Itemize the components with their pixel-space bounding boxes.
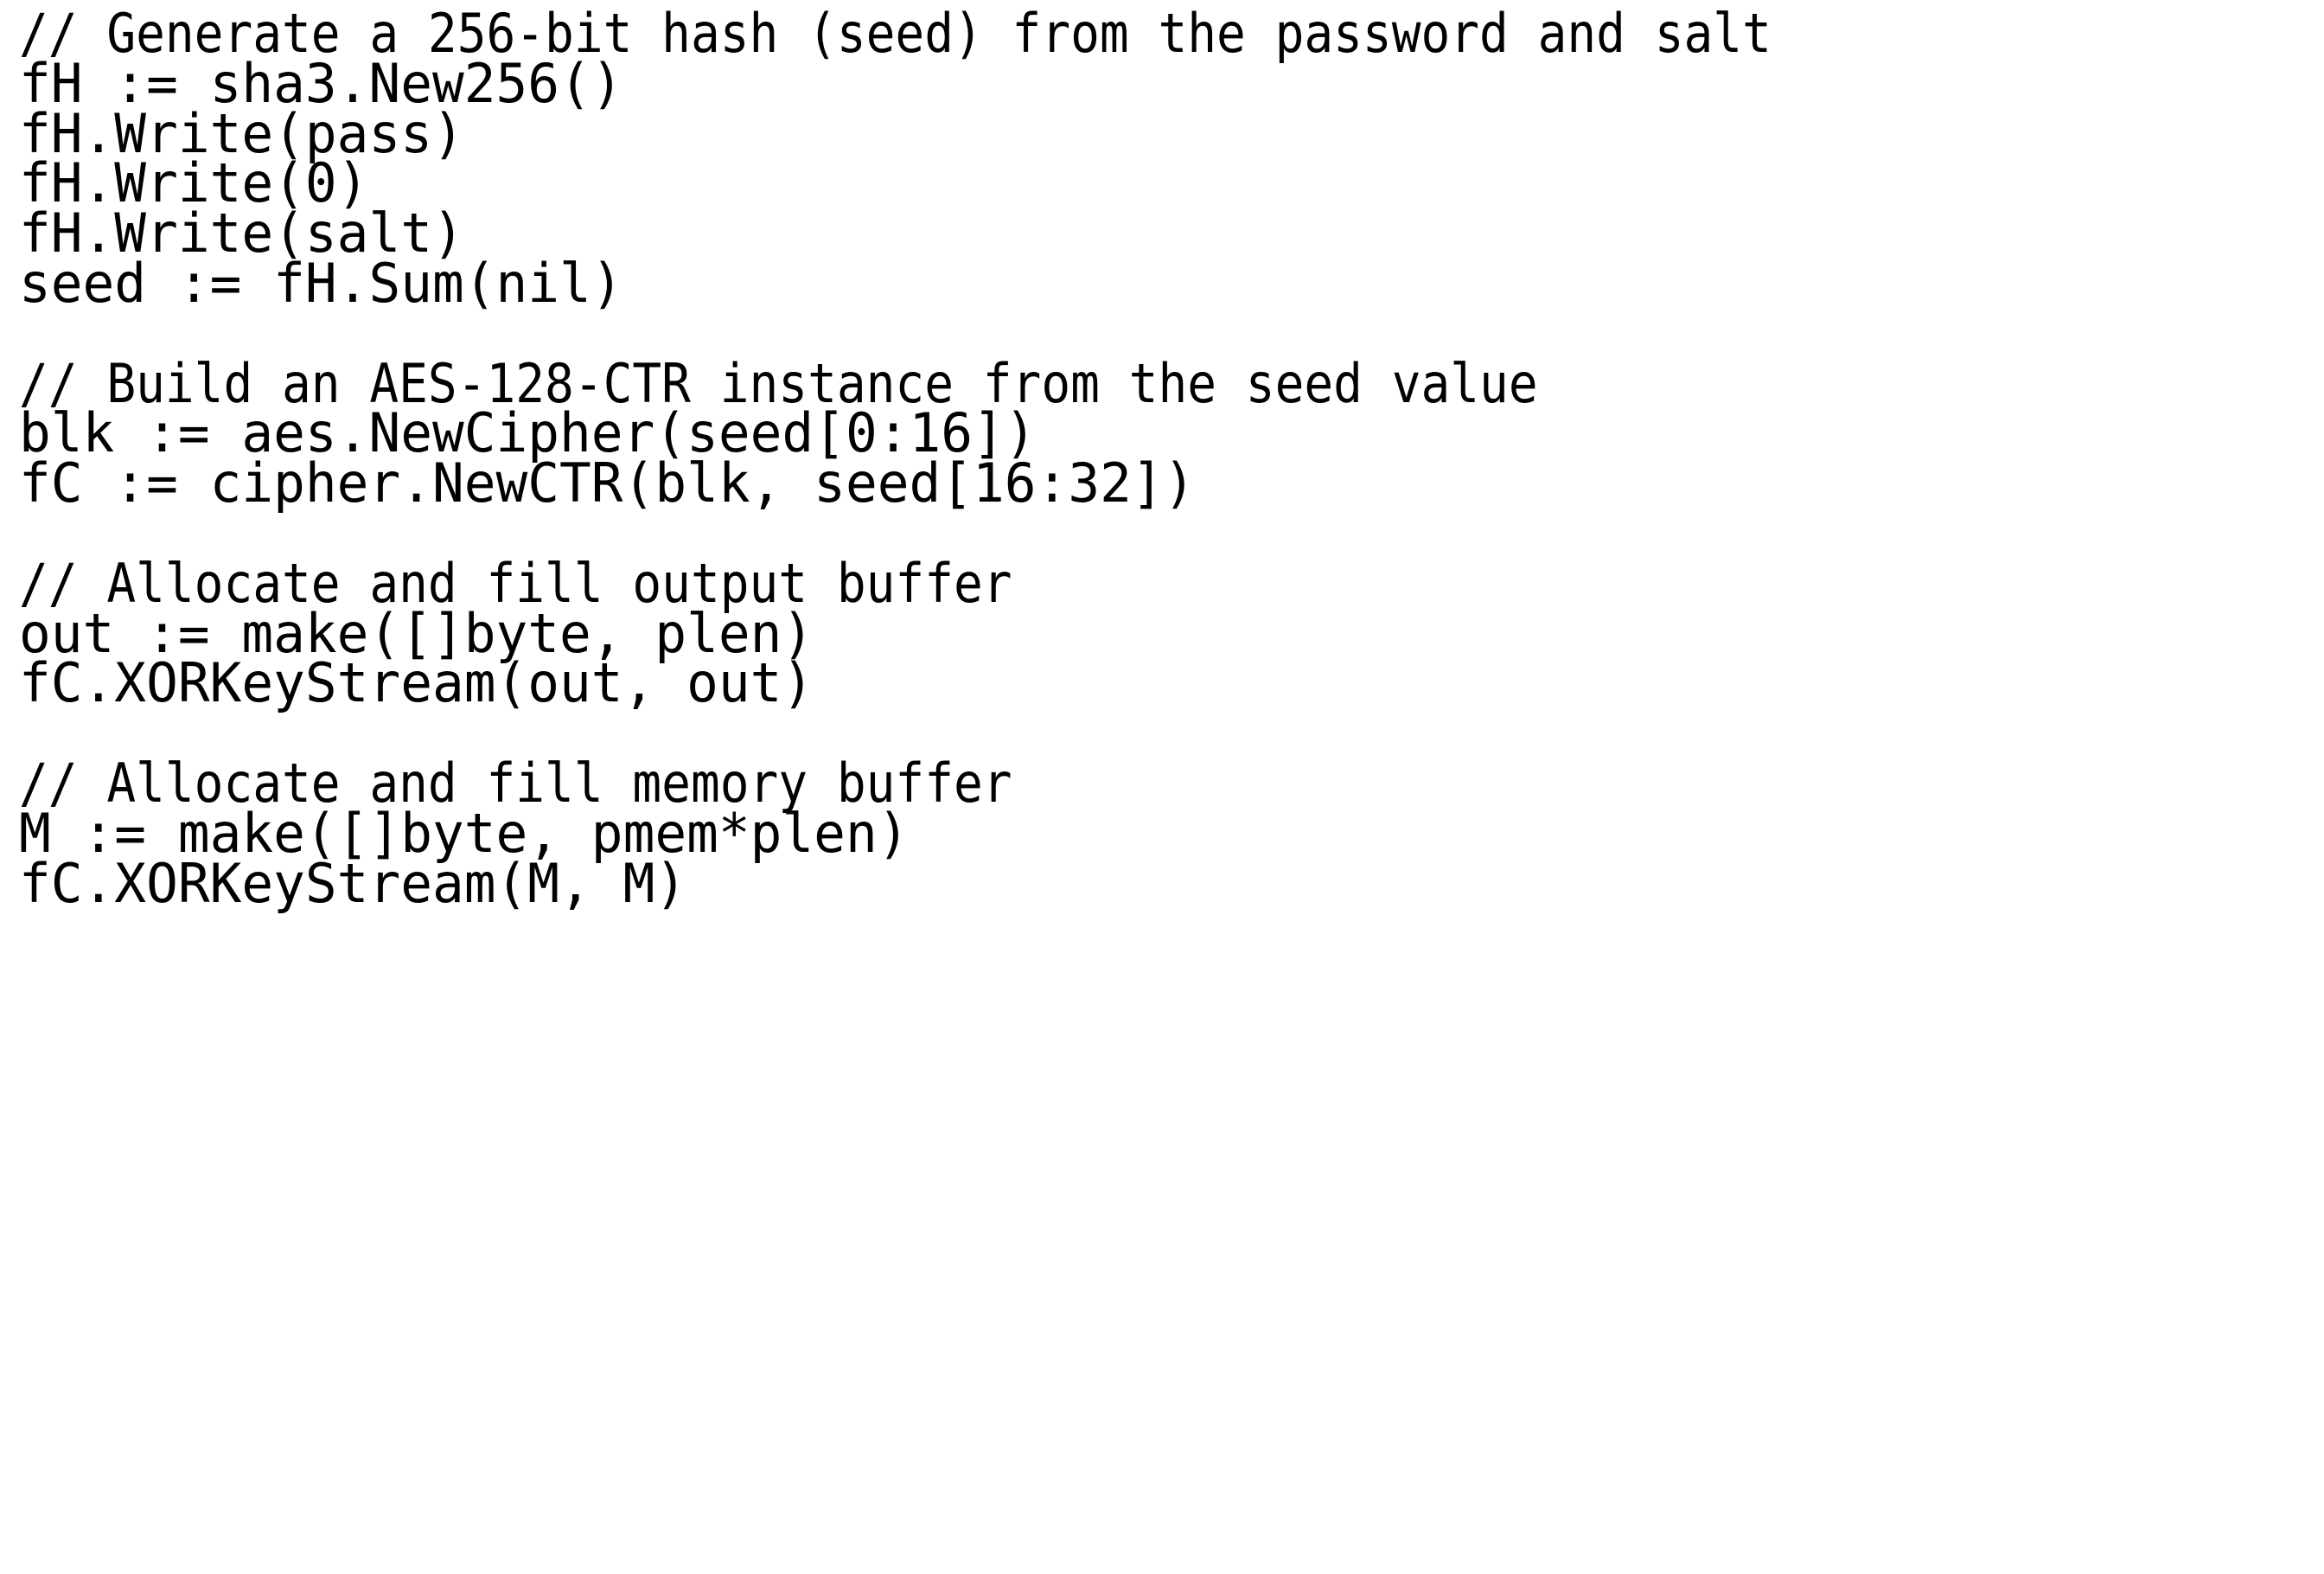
code-line: // Build an AES-128-CTR instance from th… bbox=[19, 351, 1538, 415]
code-line: seed := fH.Sum(nil) bbox=[19, 251, 623, 315]
code-line: fH.Write(0) bbox=[19, 151, 369, 215]
code-line: // Allocate and fill output buffer bbox=[19, 551, 1012, 615]
code-line: blk := aes.NewCipher(seed[0:16]) bbox=[19, 401, 1037, 465]
code-line: // Allocate and fill memory buffer bbox=[19, 751, 1012, 815]
code-line: fH.Write(pass) bbox=[19, 101, 464, 165]
code-line: fH := sha3.New256() bbox=[19, 51, 623, 115]
code-line: fH.Write(salt) bbox=[19, 202, 464, 266]
code-line: // Generate a 256-bit hash (seed) from t… bbox=[19, 2, 1772, 65]
code-line: M := make([]byte, pmem*plen) bbox=[19, 801, 910, 865]
code-line: fC.XORKeyStream(out, out) bbox=[19, 651, 814, 715]
code-line: fC := cipher.NewCTR(blk, seed[16:32]) bbox=[19, 451, 1196, 515]
code-line: out := make([]byte, plen) bbox=[19, 601, 814, 665]
code-line: fC.XORKeyStream(M, M) bbox=[19, 851, 687, 915]
